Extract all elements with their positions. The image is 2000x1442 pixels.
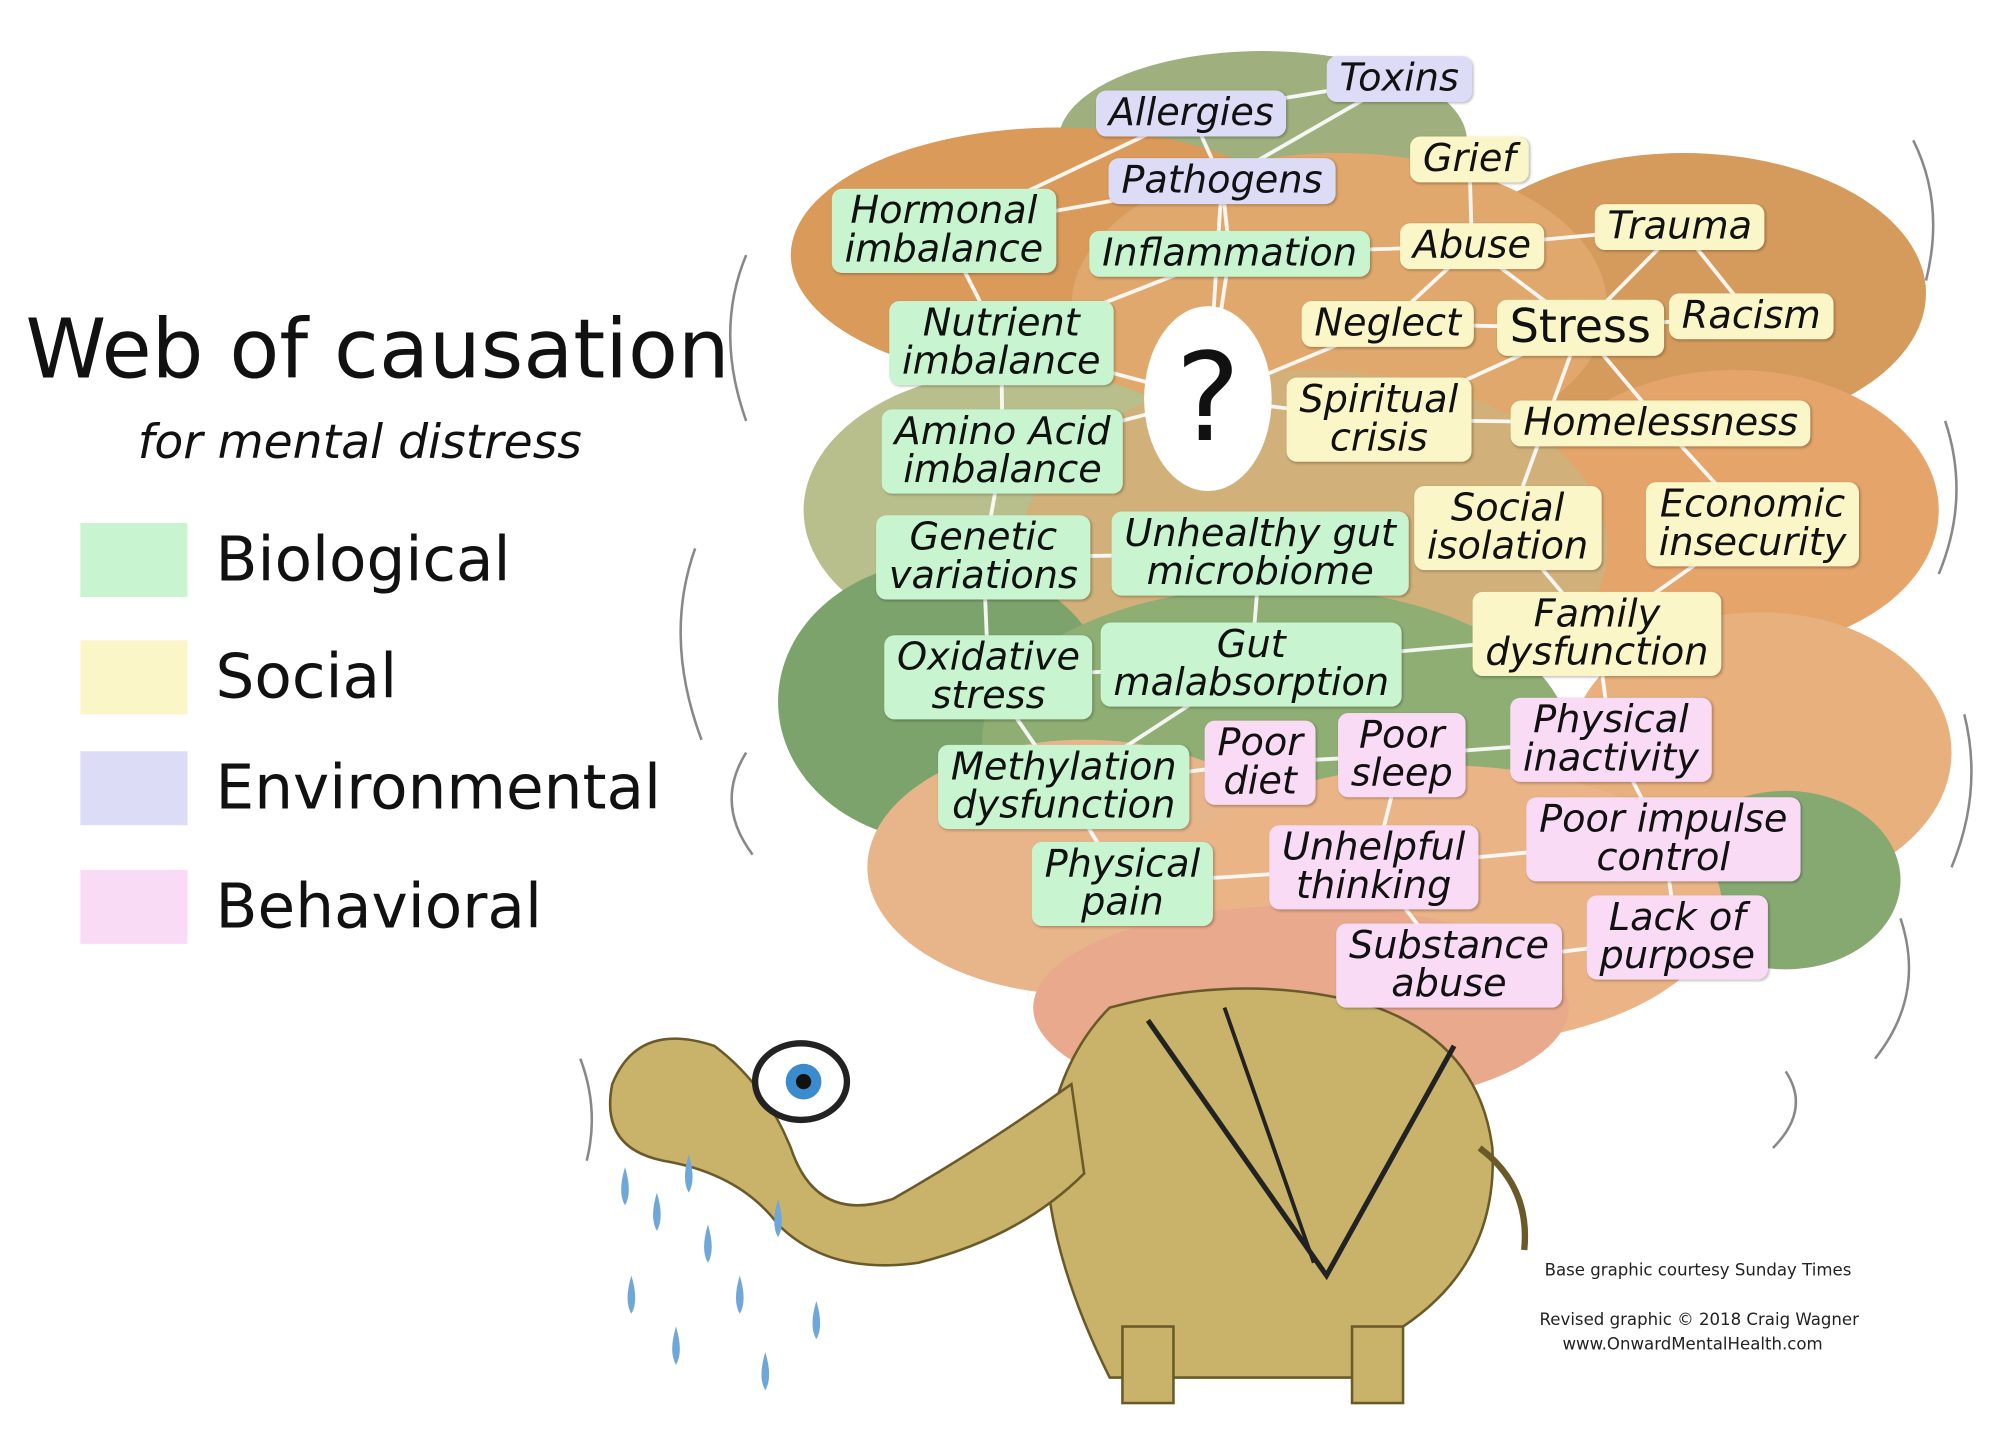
node-grief: Grief <box>1410 136 1529 183</box>
page-subtitle: for mental distress <box>137 414 582 470</box>
credit-website: www.OnwardMentalHealth.com <box>1562 1335 1823 1355</box>
node-nutrient-imbalance: Nutrient imbalance <box>889 301 1114 386</box>
node-hormonal-imbalance: Hormonal imbalance <box>831 188 1056 273</box>
legend-swatch-environmental <box>80 751 188 826</box>
node-abuse: Abuse <box>1400 223 1544 270</box>
node-gut-malabsorption: Gut malabsorption <box>1100 622 1402 707</box>
page-title: Web of causation <box>25 303 730 398</box>
node-neglect: Neglect <box>1301 301 1474 347</box>
node-racism: Racism <box>1669 293 1834 340</box>
node-poor-diet: Poor diet <box>1204 720 1316 805</box>
legend-label-behavioral: Behavioral <box>215 871 542 943</box>
node-economic-insecurity: Economic insecurity <box>1645 482 1860 567</box>
node-lack-of-purpose: Lack of purpose <box>1586 895 1768 980</box>
node-genetic-variations: Genetic variations <box>876 515 1091 600</box>
node-amino-acid-imbalance: Amino Acid imbalance <box>881 409 1124 494</box>
node-methylation-dysfunction: Methylation dysfunction <box>938 744 1190 830</box>
node-physical-pain: Physical pain <box>1031 841 1214 927</box>
node-unhealthy-gut-microbiome: Unhealthy gut microbiome <box>1111 511 1409 596</box>
node-stress: Stress <box>1497 299 1664 356</box>
camel <box>608 987 1529 1405</box>
tear-drops <box>621 1154 821 1391</box>
node-poor-impulse-control: Poor impulse control <box>1526 797 1801 882</box>
legend-swatch-behavioral <box>80 869 188 944</box>
node-toxins: Toxins <box>1326 56 1472 103</box>
legend-label-biological: Biological <box>215 524 511 596</box>
node-allergies: Allergies <box>1096 90 1287 137</box>
credit-revised-graphic: Revised graphic © 2018 Craig Wagner <box>1539 1311 1859 1331</box>
legend-label-social: Social <box>215 641 398 714</box>
motion-lines <box>579 139 1973 1162</box>
node-homelessness: Homelessness <box>1510 400 1811 447</box>
center-question-mark: ? <box>1144 306 1272 492</box>
node-poor-sleep: Poor sleep <box>1338 713 1466 798</box>
node-pathogens: Pathogens <box>1108 158 1336 205</box>
legend-label-environmental: Environmental <box>215 752 662 824</box>
node-substance-abuse: Substance abuse <box>1336 923 1562 1008</box>
node-inflammation: Inflammation <box>1089 230 1370 277</box>
node-trauma: Trauma <box>1594 204 1765 250</box>
node-physical-inactivity: Physical inactivity <box>1510 697 1712 782</box>
node-spiritual-crisis: Spiritual crisis <box>1286 377 1472 462</box>
credit-base-graphic: Base graphic courtesy Sunday Times <box>1544 1261 1852 1281</box>
legend-swatch-social <box>80 640 188 715</box>
node-oxidative-stress: Oxidative stress <box>884 635 1093 720</box>
legend-swatch-biological <box>80 522 188 597</box>
node-unhelpful-thinking: Unhelpful thinking <box>1269 825 1479 910</box>
node-family-dysfunction: Family dysfunction <box>1472 591 1722 677</box>
node-social-isolation: Social isolation <box>1414 485 1602 571</box>
